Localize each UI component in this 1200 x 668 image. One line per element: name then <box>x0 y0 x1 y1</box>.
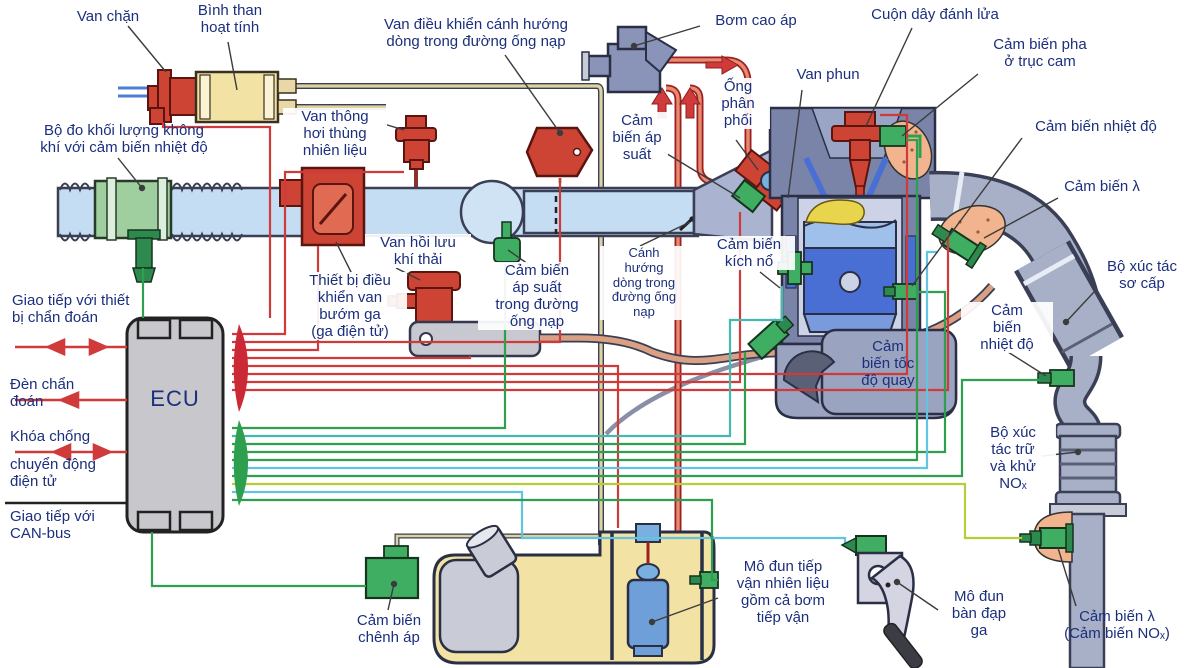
label-van-hoi-luu: Van hồi lưu khí thải <box>365 234 471 269</box>
label-ecu: ECU <box>150 386 200 411</box>
label-ong-phan-phoi: Ống phân phối <box>706 78 770 130</box>
label-binh-than: Bình than hoạt tính <box>197 2 263 37</box>
label-den-chan-doan: Đèn chẩn đoán <box>10 376 75 411</box>
exhaust-system <box>929 170 1127 668</box>
ecu-box <box>125 316 225 534</box>
filler-neck <box>438 558 520 654</box>
label-cam-bien-ap-suat-ong-nap: Cảm biến áp suất trong đường ống nạp <box>478 262 596 331</box>
accelerator-pedal-module <box>840 535 923 668</box>
label-khoa-chong-2: chuyển động điện tử <box>10 456 96 491</box>
label-giao-tiep-chan-doan: Giao tiếp với thiết bị chẩn đoán <box>12 292 130 327</box>
charcoal-canister-assembly <box>147 69 297 125</box>
label-mo-dun-tiep-van: Mô đun tiếp vận nhiên liệu gồm cả bơm ti… <box>736 558 830 627</box>
green-wire-bundle-lens <box>233 420 248 506</box>
label-mo-dun-ban-dap: Mô đun bàn đạp ga <box>951 588 1007 640</box>
tank-vent-valve-icon <box>395 115 437 170</box>
label-cam-bien-lambda-tren: Cảm biến λ <box>1064 178 1140 195</box>
label-cam-bien-chenh-ap: Cảm biến chênh áp <box>356 612 422 647</box>
diagnostic-arrows <box>5 338 127 505</box>
leader-lines <box>117 25 1095 626</box>
shutoff-valve-icon <box>147 69 199 125</box>
label-van-thong-hoi: Van thông hơi thùng nhiên liệu <box>283 108 387 160</box>
label-bom-cao-ap: Bơm cao áp <box>715 12 797 29</box>
label-canh-huong-dong: Cánh hướng dòng trong đường ống nạp <box>600 245 688 321</box>
coolant-temp-sensor-icon <box>883 283 918 300</box>
label-bo-xuc-tac-tru: Bộ xúc tác trữ và khử NOₓ <box>970 424 1056 493</box>
fuel-tank <box>432 523 719 665</box>
label-van-phun: Van phun <box>796 66 860 83</box>
label-bo-do-khoi-luong: Bộ đo khối lượng không khí với cảm biến … <box>40 122 208 157</box>
label-cam-bien-nhiet-do-phai: Cảm biến nhiệt độ <box>961 302 1053 354</box>
sensor-wires-green <box>141 138 1040 588</box>
air-mass-meter <box>93 177 173 283</box>
label-bo-xuc-tac-so-cap: Bộ xúc tác sơ cấp <box>1106 258 1178 293</box>
label-cam-bien-lambda-duoi: Cảm biến λ (Cảm biến NOₓ) <box>1064 608 1170 643</box>
piston <box>802 219 898 333</box>
nox-catalyst <box>1049 422 1127 517</box>
label-thiet-bi-dieu-khien: Thiết bị điều khiển van bướm ga (ga điện… <box>293 272 407 341</box>
manifold-pressure-sensor-icon <box>493 221 521 263</box>
label-van-dieu-khien: Van điều khiển cánh hướng dòng trong đườ… <box>384 16 568 51</box>
fuel-pump-module <box>610 523 719 660</box>
label-cam-bien-kich-no: Cảm biến kích nổ <box>703 236 795 271</box>
label-cam-bien-toc-do: Cảm biến tốc độ quay <box>861 338 915 390</box>
label-cuon-day: Cuộn dây đánh lửa <box>871 6 999 23</box>
lambda-sensor-icon <box>931 223 988 270</box>
label-cam-bien-nhiet-do-tren: Cảm biến nhiệt độ <box>1035 118 1157 135</box>
nox-sensor-icon <box>1019 523 1074 553</box>
red-wire-bundle-lens <box>233 324 248 412</box>
label-cam-bien-pha: Cảm biến pha ở trục cam <box>993 36 1087 71</box>
label-van-chan: Van chặn <box>76 8 140 25</box>
fuel-flow-arrow-icons <box>651 55 740 119</box>
exhaust-temp-sensor-icon <box>1037 369 1075 387</box>
label-cam-bien-ap-suat: Cảm biến áp suất <box>606 112 668 164</box>
combustion-flame <box>805 199 865 226</box>
intake-duct <box>56 86 774 283</box>
label-giao-tiep-can-bus: Giao tiếp với CAN-bus <box>10 508 95 543</box>
label-khoa-chong-1: Khóa chống <box>10 428 91 445</box>
rail-pressure-sensor-icon <box>730 178 767 214</box>
